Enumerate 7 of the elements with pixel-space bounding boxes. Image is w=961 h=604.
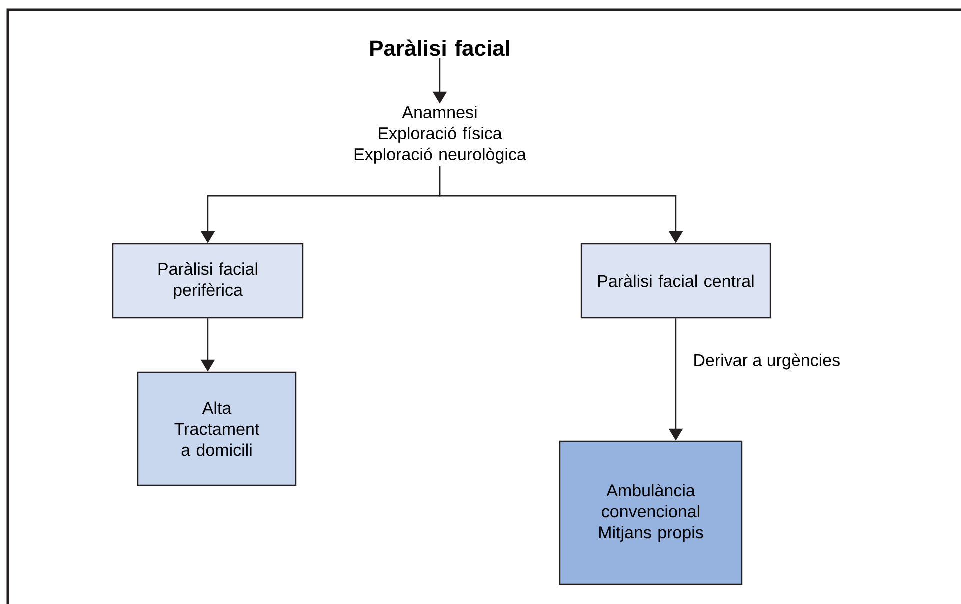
edge-label: Derivar a urgències (694, 354, 840, 370)
process-box: Ambulància convencional Mitjans propis (559, 440, 743, 586)
process-box: Paràlisi facial perifèrica (112, 243, 304, 319)
title-text: Paràlisi facial (370, 40, 510, 56)
process-box: Paràlisi facial central (580, 243, 772, 319)
step-text: Anamnesi Exploració física Exploració neurològica (354, 106, 526, 164)
process-box: Alta Tractament a domicili (137, 372, 297, 486)
